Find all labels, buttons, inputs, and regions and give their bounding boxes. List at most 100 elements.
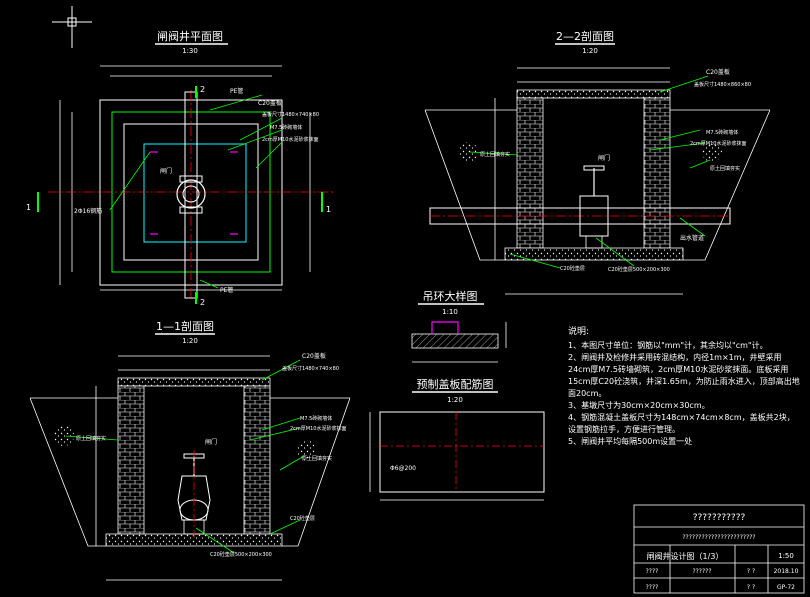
section-1-1: 1—1剖面图 1:20 C20盖板 盖板尺寸1480×7 [29,319,351,581]
s11-leader [261,417,301,431]
ring-scale: 1:10 [442,308,458,316]
s22-label-base: C20砼垫层 [560,265,585,272]
s22-label-cover: C20盖板 [706,68,730,76]
plan-valve-outer [176,179,206,209]
s22-label-soil-left: 原土回填夯实 [480,151,510,158]
plan-leader [227,129,283,151]
s22-leader [509,253,561,269]
plan-pipe [184,91,198,299]
tb-row2-c: ? ? [747,568,755,575]
s22-leader [659,129,701,141]
s22-valve-support [585,235,603,249]
plan-valve-flange-bottom [179,206,203,214]
s11-leader [269,519,301,535]
s22-trench-right [683,109,771,261]
plan-label-brick: M7.5砖砌墙体 [270,124,302,131]
s11-label-valve: 闸门 [205,438,217,446]
plan-leader [109,151,151,211]
cover-rebar: 预制盖板配筋图 1:20 Φ6@200 [369,377,545,501]
s22-wall-right [643,97,671,249]
plan-label-pe: PE管 [220,286,233,294]
plan-label-plaster: 2cm厚M10水泥砂浆抹面 [262,136,318,143]
s11-label-base-size: C20砼垫层500×200×300 [210,551,272,558]
s22-leader [469,151,519,156]
note-item: 3、基墩尺寸为30cm×20cm×30cm。 [568,401,710,410]
s22-trench-left [424,109,505,261]
s11-wall-left [117,385,145,535]
ring-hook [431,321,459,334]
s22-label-valve: 闸门 [598,154,610,162]
section11-title: 1—1剖面图 [156,319,214,333]
plan-leader [209,94,263,111]
s22-leader [659,75,709,93]
s22-leader [679,217,706,237]
note-item: 2、闸阀井及检修井采用砖混结构，内径1m×1m，井壁采用24cm厚M7.5砖墙砌… [568,353,800,398]
s11-label-soil-left: 原土回填夯实 [76,435,106,442]
plan-label-valve: 闸门 [160,167,172,175]
plan-section-label: 2 [200,85,205,94]
tb-drawing-name: 闸阀井设计图（1/3） [647,551,724,561]
section-2-2: 2—2剖面图 1:20 [424,29,771,295]
plan-scale: 1:30 [182,47,198,55]
plan-section-label: 1 [326,205,331,214]
plan-section-label: 2 [200,298,205,307]
s11-leader [195,527,235,554]
s11-label-cover: C20盖板 [302,352,326,360]
section11-scale: 1:20 [182,337,198,345]
s22-label-base-size: C20砼垫层500×200×300 [608,266,670,273]
title-block-texts: ??????????? ??????????????????????? 闸阀井设… [646,513,799,591]
s11-soil-right [296,440,316,460]
notes-title: 说明: [568,325,589,337]
s11-leader [249,427,301,441]
s22-base-slab [504,247,684,261]
s11-leader [279,455,305,471]
tb-drawing-no: GP-72 [777,584,795,591]
s22-label-soil-right: 原土回填夯实 [710,165,740,172]
ring-title: 吊环大样图 [423,289,478,303]
tb-company: ??????????? [693,513,746,523]
plan-section-label: 1 [26,203,31,212]
tb-date: 2018.10 [774,568,799,575]
s11-cover-slab [117,377,271,387]
tb-row3-a: ???? [646,584,659,591]
note-item: 4、钢筋混凝土盖板尺寸为148cm×74cm×8cm，盖板共2块，设置钢筋拉手，… [568,413,795,434]
s22-wall-left [516,97,544,249]
s11-wall-right [243,385,271,535]
s22-label-plaster: 2cm厚M10水泥砂浆抹面 [690,140,746,147]
cover-label-spacing: Φ6@200 [390,465,416,472]
cover-title: 预制盖板配筋图 [417,377,494,391]
s11-label-base: C20砼垫层 [290,515,315,522]
s11-label-plaster: 2cm厚M10水泥砂浆抹面 [290,425,346,432]
ring-slab [411,333,499,349]
s11-leader [261,359,301,381]
s11-label-cover-size: 盖板尺寸1480×740×80 [282,365,339,372]
cover-scale: 1:20 [447,396,463,404]
plan-valve-inner [182,185,200,203]
plan-valve-flange-top [179,175,203,183]
s22-leader [649,142,706,151]
tb-row2-b: ?????? [692,568,711,575]
title-block [633,504,805,594]
s22-valve-handwheel [583,165,605,171]
s22-soil-right [702,142,722,162]
s11-trench-left [29,397,106,547]
title-block-frame [633,504,805,594]
tb-project: ??????????????????????? [682,534,755,541]
s22-leader [689,159,711,169]
tb-row2-a: ???? [646,568,659,575]
s22-label-cover-size: 盖板尺寸1480×860×80 [694,81,751,88]
s11-label-brick: M7.5砖砌墙体 [300,415,332,422]
plan-view: 闸阀井平面图 1:30 1 1 2 [26,29,335,307]
s22-soil-left [458,142,478,162]
plan-label-cover: C20盖板 [258,99,282,107]
plan-label-rebar: 2Φ16钢筋 [74,207,102,215]
plan-leader [239,117,283,141]
cover-outline [379,411,545,493]
tb-scale: 1:50 [778,552,794,560]
s11-soil-left [54,426,74,446]
plan-label-pipe: PE管 [230,87,243,95]
s11-valve-body [177,475,211,521]
plan-leader [199,279,219,289]
section22-title: 2—2剖面图 [556,29,614,43]
